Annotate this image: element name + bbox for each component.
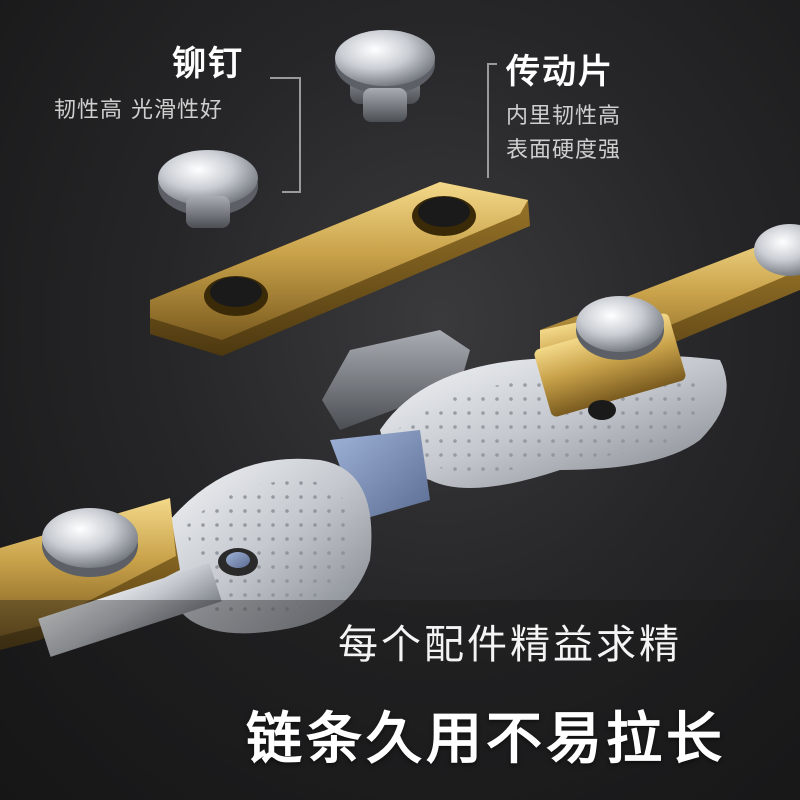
rivet-subtitle: 韧性高 光滑性好 — [54, 98, 223, 123]
chain-link-left — [0, 498, 222, 657]
slogan-line-2: 链条久用不易拉长 — [246, 707, 726, 772]
link-plate-subtitle-2: 表面硬度强 — [506, 138, 622, 163]
rivet-leader-line — [270, 77, 301, 193]
rivet-icon — [158, 150, 258, 228]
slogan-backdrop — [0, 600, 800, 800]
rivet-icon — [335, 30, 435, 122]
link-plate-leader-line — [487, 63, 497, 178]
slogan-line-1: 每个配件精益求精 — [338, 622, 682, 668]
rivet-title: 铆钉 — [172, 44, 244, 84]
link-plate-subtitle-1: 内里韧性高 — [506, 104, 622, 129]
link-plate-title: 传动片 — [506, 52, 614, 92]
rivet-icon — [534, 296, 686, 420]
link-plate-icon — [150, 182, 530, 356]
